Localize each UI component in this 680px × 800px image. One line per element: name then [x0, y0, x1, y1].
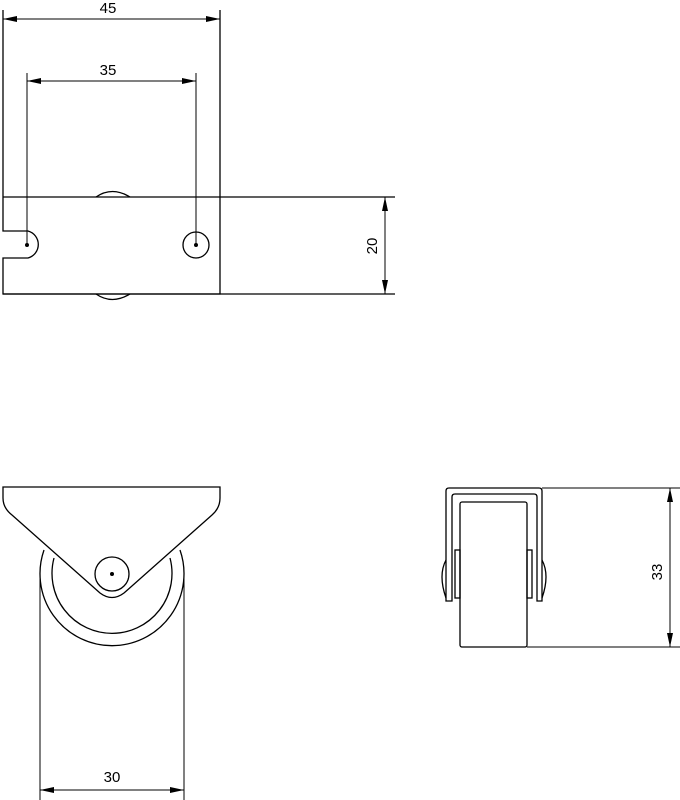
axle-cap-left — [441, 559, 447, 599]
wheel-bottom-bump — [95, 293, 131, 301]
dimension-label-20: 20 — [364, 238, 381, 255]
bracket-outer — [445, 487, 543, 602]
wheel-outer-arc — [39, 549, 185, 647]
axle-washer-left — [454, 549, 461, 599]
axle-washer-right — [526, 549, 533, 599]
dimension-label-35: 35 — [100, 62, 117, 79]
front-view: 30 — [2, 486, 221, 800]
side-view: 33 — [441, 487, 680, 648]
axle-center-dot — [110, 572, 114, 576]
dimension-label-45: 45 — [100, 0, 117, 17]
dimension-label-30: 30 — [104, 769, 121, 786]
wheel-inner-arc — [51, 557, 173, 634]
mounting-plate-outline — [2, 10, 221, 295]
wheel-tread — [459, 501, 528, 648]
wheel-top-bump — [95, 190, 131, 198]
axle-cap-right — [541, 559, 547, 599]
axle-hub — [94, 556, 130, 592]
dimension-label-33: 33 — [649, 564, 666, 581]
top-view: 45 35 20 — [2, 0, 395, 301]
bracket-plate-outline — [2, 486, 221, 599]
